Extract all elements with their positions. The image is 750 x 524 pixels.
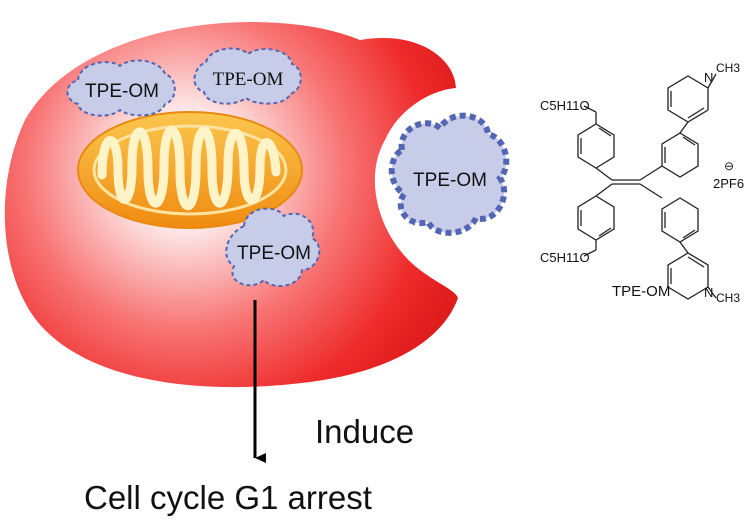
drug-cloud-upper-right: TPE-OM <box>193 47 302 105</box>
induce-label: Induce <box>315 413 414 450</box>
cloud-label-upper-right: TPE-OM <box>213 69 284 90</box>
structure-name-label: TPE-OM <box>612 283 670 300</box>
methyl-bottom-label: CH3 <box>716 291 740 305</box>
phenyl-ring-bottom-left <box>577 195 615 241</box>
phenyl-ring-top-right <box>661 132 699 178</box>
outcome-label: Cell cycle G1 arrest <box>84 479 372 516</box>
methyl-top-label: CH3 <box>716 61 740 75</box>
charge-symbol: ⊖ <box>724 159 734 173</box>
pyridinium-ring-top <box>667 75 709 123</box>
phenyl-ring-bottom-right <box>661 197 699 243</box>
drug-cloud-upper-left: TPE-OM <box>66 59 176 117</box>
nitrogen-top-label: N <box>704 70 713 85</box>
substituent-bottom-label: C5H11O <box>540 250 590 265</box>
chemical-structure <box>577 73 717 300</box>
substituent-top-label: C5H11O <box>540 98 590 113</box>
structure-labels: C5H11O C5H11O N CH3 N CH3 ⊖ 2PF6 TPE-OM <box>540 61 744 305</box>
counter-ion-label: 2PF6 <box>713 176 744 191</box>
nitrogen-bottom-label: N <box>704 285 713 300</box>
drug-cloud-lower: TPE-OM <box>225 207 321 287</box>
cloud-label-upper-left: TPE-OM <box>85 81 159 102</box>
cloud-label-lower: TPE-OM <box>237 243 311 264</box>
drug-cloud-outside: TPE-OM <box>388 112 510 236</box>
pyridinium-ring-bottom <box>667 252 709 300</box>
phenyl-ring-top-left <box>577 123 615 169</box>
mitochondrion <box>77 111 303 229</box>
cloud-label-outside: TPE-OM <box>413 170 487 191</box>
cristae <box>97 126 281 211</box>
